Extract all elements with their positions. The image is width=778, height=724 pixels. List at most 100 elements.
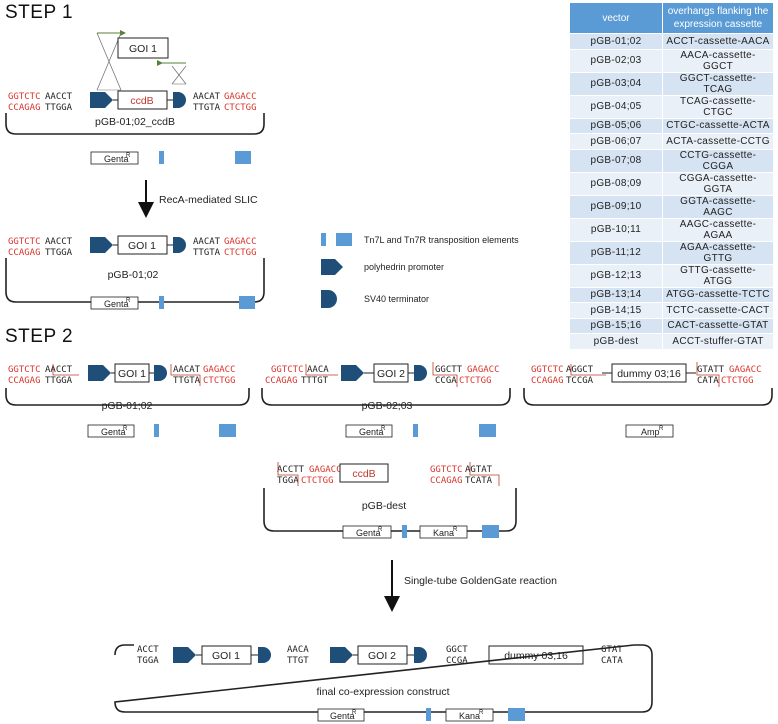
cut-line — [52, 364, 79, 376]
seq-ccagag: CCAGAG — [8, 376, 41, 386]
table-cell-overhangs: GGCT-cassette-TCAG — [662, 71, 774, 96]
promoter-icon — [88, 365, 111, 381]
step2-title: STEP 2 — [5, 326, 74, 347]
seq-aacct: AACCT — [45, 237, 73, 247]
genta-label: Genta — [104, 299, 129, 309]
table-cell-vector: pGB-03;04 — [569, 71, 663, 96]
goi1-label: GOI 1 — [212, 650, 240, 662]
ccdb-box — [339, 463, 389, 483]
kana-sup: R — [479, 710, 484, 716]
dummy-label: dummy 03;16 — [617, 368, 681, 380]
seq-cata: CATA — [697, 376, 719, 386]
seq-gtat: GTAT — [601, 645, 623, 655]
seq-ccagag: CCAGAG — [265, 376, 298, 386]
plasmid-name: pGB-02;03 — [362, 400, 413, 412]
genta-box — [90, 296, 139, 310]
legend-tn7-label: Tn7L and Tn7R transposition elements — [364, 235, 519, 245]
genta-label: Genta — [359, 427, 384, 437]
genta-box — [317, 708, 365, 722]
table-header-vector: vector — [569, 2, 663, 34]
legend: Tn7L and Tn7R transposition elements pol… — [321, 233, 519, 308]
promoter-icon — [330, 647, 353, 663]
seq-tccga: TCCGA — [566, 376, 594, 386]
goi1-fragment — [117, 37, 169, 59]
table-cell-vector: pGB-12;13 — [569, 263, 663, 288]
tn7l-icon — [402, 525, 407, 538]
goi2-label: GOI 2 — [368, 650, 396, 662]
legend-tn7r-icon — [336, 233, 352, 246]
seq-gagacc: GAGACC — [203, 365, 236, 375]
terminator-icon — [414, 647, 427, 663]
seq-ccagag: CCAGAG — [8, 248, 41, 258]
seq-ggct: GGCT — [446, 645, 468, 655]
seq-ccagag: CCAGAG — [8, 103, 41, 113]
goldengate-label: Single-tube GoldenGate reaction — [404, 575, 557, 587]
tn7l-icon — [413, 424, 418, 437]
promoter-icon — [90, 92, 113, 108]
seq-gagacc: GAGACC — [224, 237, 257, 247]
terminator-icon — [414, 365, 427, 381]
genta-label: Genta — [101, 427, 126, 437]
backbone — [5, 113, 265, 135]
ccdb-label: ccdB — [352, 468, 375, 480]
seq-tgga: TGGA — [277, 476, 299, 486]
promoter-icon — [90, 237, 113, 253]
tn7l-icon — [426, 708, 431, 721]
genta-box — [342, 525, 392, 539]
seq-ggtctc: GGTCTC — [8, 237, 41, 247]
seq-acctt: ACCTT — [277, 465, 305, 475]
terminator-icon — [173, 92, 186, 108]
tn7r-icon — [239, 296, 255, 309]
table-cell-vector: pGB-15;16 — [569, 317, 663, 334]
cut-line — [570, 364, 606, 376]
promoter-icon — [173, 647, 196, 663]
seq-gagacc: GAGACC — [729, 365, 762, 375]
goi1-label: GOI 1 — [118, 368, 146, 380]
genta-label: Genta — [104, 154, 129, 164]
backbone — [5, 388, 250, 406]
seq-ccagag: CCAGAG — [430, 476, 463, 486]
seq-ttgga: TTGGA — [45, 376, 73, 386]
terminator-icon — [173, 237, 186, 253]
seq-gtatt: GTATT — [697, 365, 725, 375]
seq-ttgta: TTGTA — [193, 248, 221, 258]
kana-box — [445, 708, 494, 722]
table-cell-overhangs: ATGG-cassette-TCTC — [662, 286, 774, 303]
kana-label: Kana — [433, 528, 454, 538]
cut-line — [432, 362, 458, 387]
seq-aacct: AACCT — [45, 92, 73, 102]
table-cell-overhangs: AGAA-cassette-GTTG — [662, 240, 774, 265]
seq-ggtctc: GGTCTC — [8, 92, 41, 102]
seq-ggtctc: GGTCTC — [430, 465, 463, 475]
tn7r-icon — [479, 424, 496, 437]
tn7r-icon — [235, 151, 251, 164]
genta-label: Genta — [356, 528, 381, 538]
seq-ctctgg: CTCTGG — [224, 248, 257, 258]
table-cell-overhangs: ACCT-stuffer-GTAT — [662, 333, 774, 350]
table-cell-overhangs: ACTA-cassette-CCTG — [662, 133, 774, 150]
plasmid-name: pGB-01;02 — [102, 400, 153, 412]
seq-gagacc: GAGACC — [224, 92, 257, 102]
table-cell-overhangs: CACT-cassette-GTAT — [662, 317, 774, 334]
legend-tn7l-icon — [321, 233, 326, 246]
tn7r-icon — [219, 424, 236, 437]
tn7l-icon — [159, 296, 164, 309]
seq-ttgga: TTGGA — [45, 248, 73, 258]
goi1-label: GOI 1 — [128, 240, 156, 252]
backbone — [523, 388, 773, 406]
legend-promoter-label: polyhedrin promoter — [364, 262, 444, 272]
plasmid-dummy: GGTCTC AGGCT CCAGAG TCCGA dummy 03;16 GT… — [523, 362, 773, 438]
plasmid-name: final co-expression construct — [316, 686, 449, 698]
seq-aaca: AACA — [307, 365, 329, 375]
seq-gagacc: GAGACC — [309, 465, 342, 475]
genta-sup: R — [126, 298, 131, 304]
tn7r-icon — [508, 708, 525, 721]
seq-ccga: CCGA — [446, 656, 468, 666]
